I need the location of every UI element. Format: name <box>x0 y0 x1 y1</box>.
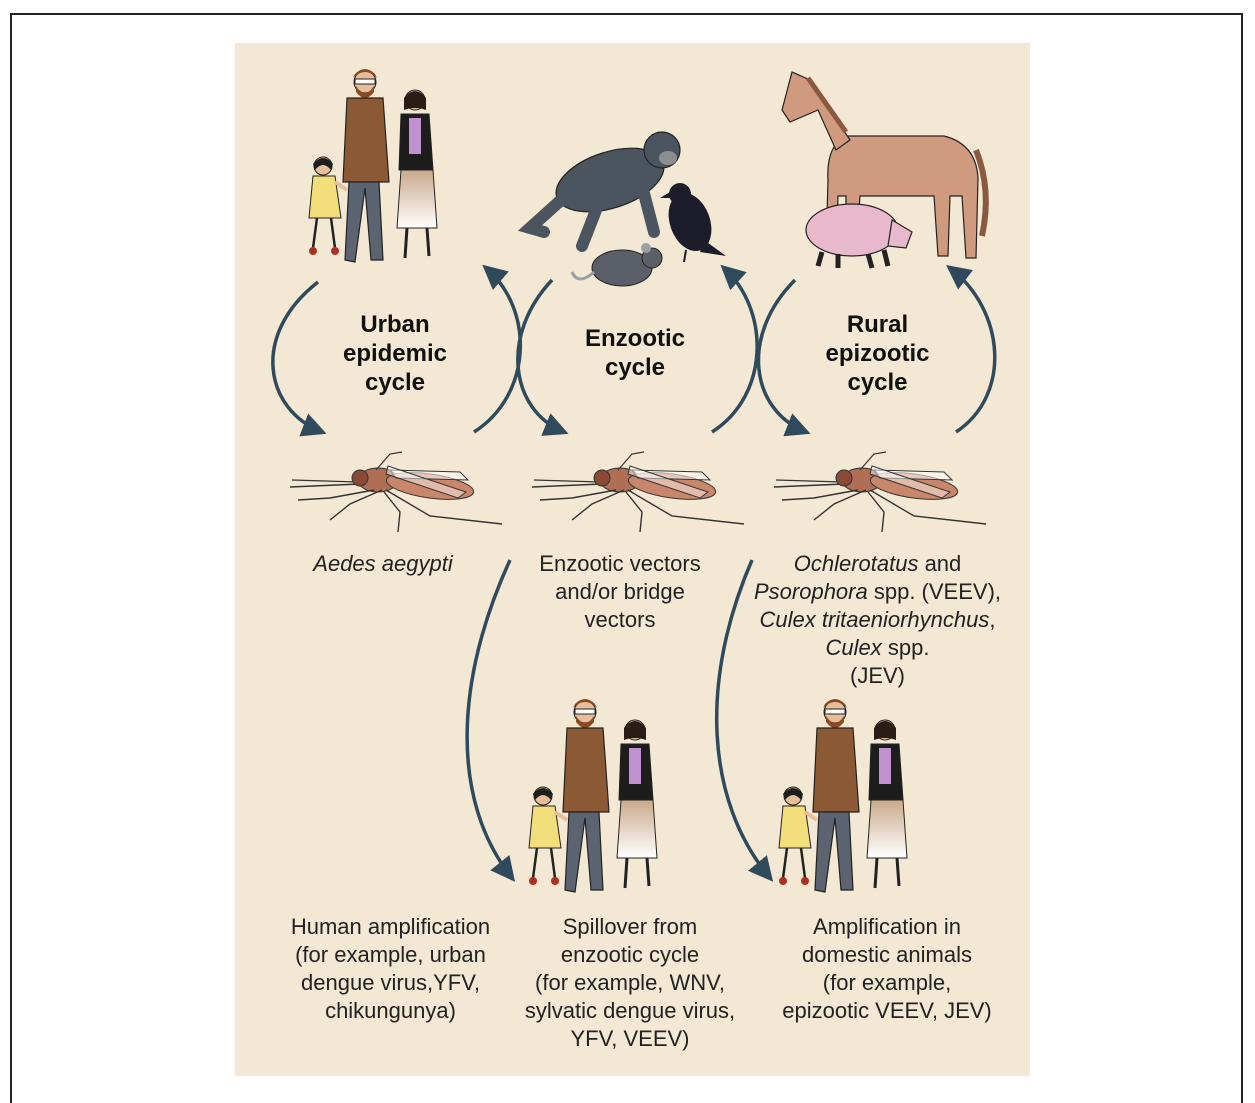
urban-vector-label: Aedes aegypti <box>293 550 473 578</box>
rural-vector-label: Ochlerotatus and Psorophora spp. (VEEV),… <box>735 550 1020 690</box>
